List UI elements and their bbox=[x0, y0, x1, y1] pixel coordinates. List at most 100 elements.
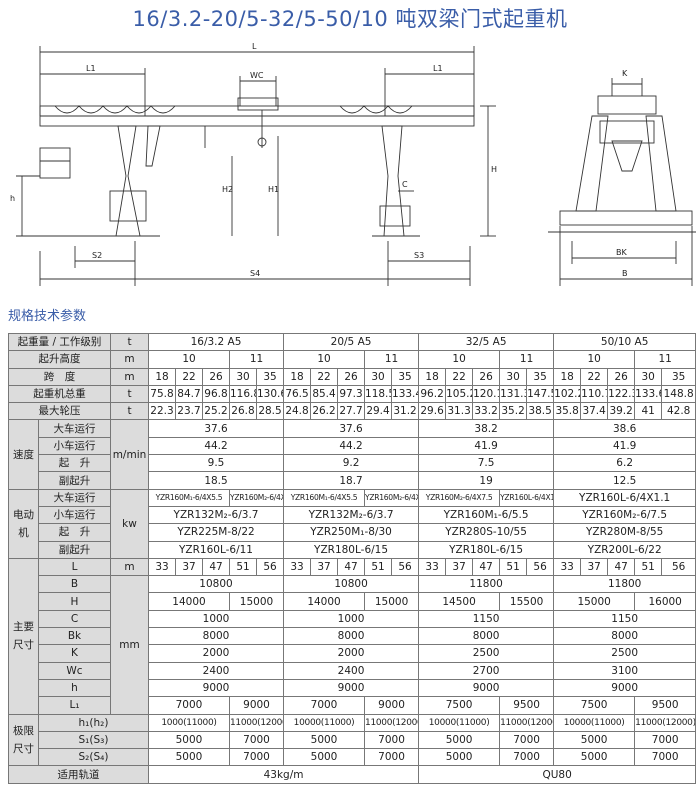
limit-cell: 5000 bbox=[148, 748, 230, 767]
motor-cell: YZR132M₂-6/3.7 bbox=[283, 505, 420, 525]
limit-cell: 5000 bbox=[553, 730, 636, 750]
span-cell: 26 bbox=[337, 367, 366, 386]
dim-H2-label: H2 bbox=[222, 185, 233, 194]
speed-cell: 12.5 bbox=[553, 471, 697, 490]
group-cell: 50/10 A5 bbox=[553, 332, 697, 352]
span-cell: 30 bbox=[229, 367, 257, 386]
dim-cell: 3100 bbox=[553, 661, 697, 680]
L-cell: 37 bbox=[445, 557, 474, 577]
span-cell: 22 bbox=[580, 367, 609, 386]
motor-row-label: 小车运行 bbox=[38, 505, 111, 525]
L1-cell: 7500 bbox=[553, 696, 636, 715]
dim-cell: 8000 bbox=[147, 627, 285, 646]
speed-row-label: 小车运行 bbox=[38, 436, 111, 456]
lift-height-label: 起升高度 bbox=[8, 350, 111, 369]
dim-cell: 2400 bbox=[147, 661, 285, 680]
speed-cell: 9.2 bbox=[283, 454, 420, 473]
span-cell: 22 bbox=[175, 367, 203, 386]
capacity-label: 起重量 / 工作级别 bbox=[8, 332, 111, 352]
L-cell: 33 bbox=[148, 557, 176, 577]
weight-cell: 102.2 bbox=[553, 384, 582, 404]
dim-S2-label: S2 bbox=[92, 251, 102, 260]
dim-row-label: Wc bbox=[38, 661, 111, 680]
limit-cell: 7000 bbox=[228, 730, 285, 750]
row-limit-s1: S₁(S₃) 5000 7000 5000 7000 5000 7000 500… bbox=[9, 730, 697, 750]
row-speed-cart: 速度 大车运行 m/min 37.6 37.6 38.2 38.6 bbox=[8, 419, 697, 490]
lift-height-cell: 11 bbox=[499, 350, 555, 369]
limit-cell: 11000(12000) bbox=[364, 713, 420, 732]
weight-cell: 97.3 bbox=[337, 384, 366, 404]
limit-cell: 7000 bbox=[499, 748, 555, 767]
wheel-cell: 31.2 bbox=[391, 402, 420, 421]
span-cell: 26 bbox=[202, 367, 230, 386]
dim-cell: 2500 bbox=[418, 644, 555, 663]
dim-cell: 1150 bbox=[418, 609, 555, 629]
wheel-cell: 24.8 bbox=[283, 402, 312, 421]
weight-cell: 147.5 bbox=[526, 384, 555, 404]
weight-cell: 116.8 bbox=[229, 384, 257, 404]
dim-WC-label: WC bbox=[250, 71, 264, 80]
L1-cell: 7000 bbox=[148, 696, 230, 715]
span-cell: 18 bbox=[148, 367, 176, 386]
limit-row-label: S₂(S₄) bbox=[38, 748, 149, 767]
weight-cell: 96.8 bbox=[202, 384, 230, 404]
H-cell: 15000 bbox=[553, 592, 636, 611]
wheel-cell: 28.5 bbox=[255, 402, 285, 421]
L-cell: 56 bbox=[526, 557, 555, 577]
row-dim-L: 主要尺寸 L m 33 37 47 51 56 33 37 47 51 56 3… bbox=[8, 557, 697, 715]
H-cell: 16000 bbox=[634, 592, 697, 611]
dim-cell: 2500 bbox=[553, 644, 697, 663]
wheel-cell: 42.8 bbox=[661, 402, 697, 421]
B-cell: 11800 bbox=[553, 575, 697, 594]
dim-cell: 8000 bbox=[283, 627, 420, 646]
limit-cell: 7000 bbox=[228, 748, 285, 767]
wheel-cell: 41 bbox=[634, 402, 663, 421]
B-cell: 10800 bbox=[283, 575, 420, 594]
weight-cell: 75.8 bbox=[148, 384, 176, 404]
H-cell: 15500 bbox=[499, 592, 555, 611]
limit-row-label: h₁(h₂) bbox=[38, 713, 149, 732]
row-capacity: 起重量 / 工作级别 t 16/3.2 A5 20/5 A5 32/5 A5 5… bbox=[8, 332, 697, 352]
dim-cell: 1000 bbox=[283, 609, 420, 629]
L1-cell: 7500 bbox=[418, 696, 501, 715]
motor-row-label: 副起升 bbox=[38, 540, 111, 559]
limit-cell: 5000 bbox=[553, 748, 636, 767]
motor-cell: YZR160M₂-6/7.5 bbox=[553, 505, 697, 525]
wheel-cell: 29.4 bbox=[364, 402, 393, 421]
row-lift-height: 起升高度 m 10 11 10 11 10 11 10 11 bbox=[8, 350, 697, 369]
speed-cell: 38.6 bbox=[553, 419, 697, 438]
row-weight: 起重机总重 t 75.8 84.7 96.8 116.8 130.6 76.5 … bbox=[8, 384, 697, 404]
speed-row-label: 副起升 bbox=[38, 471, 111, 490]
L1-cell: 7000 bbox=[283, 696, 366, 715]
motor-cell: YZR132M₂-6/3.7 bbox=[147, 505, 285, 525]
span-cell: 26 bbox=[607, 367, 636, 386]
row-speed-trolley: 小车运行 44.2 44.2 41.9 41.9 bbox=[9, 436, 697, 456]
speed-cell: 38.2 bbox=[418, 419, 555, 438]
span-cell: 18 bbox=[553, 367, 582, 386]
row-dim-K: K 2000 2000 2500 2500 bbox=[9, 644, 697, 663]
row-wheel-load: 最大轮压 t 22.3 23.7 25.2 26.8 28.5 24.8 26.… bbox=[8, 402, 697, 421]
H-cell: 14000 bbox=[148, 592, 230, 611]
dim-cell: 8000 bbox=[553, 627, 697, 646]
wheel-label: 最大轮压 bbox=[8, 402, 111, 421]
span-cell: 22 bbox=[445, 367, 474, 386]
weight-cell: 120.1 bbox=[472, 384, 501, 404]
dim-cell: 9000 bbox=[147, 678, 285, 698]
B-cell: 11800 bbox=[418, 575, 555, 594]
L-cell: 51 bbox=[634, 557, 663, 577]
L-cell: 51 bbox=[499, 557, 528, 577]
weight-label: 起重机总重 bbox=[8, 384, 111, 404]
weight-cell: 130.6 bbox=[255, 384, 285, 404]
motor-cell: YZR160M₁-6/4X5.5 bbox=[283, 488, 366, 507]
speed-row-label: 大车运行 bbox=[38, 419, 111, 438]
dim-cell: 2000 bbox=[283, 644, 420, 663]
dim-row-label: L₁ bbox=[38, 696, 111, 715]
lift-height-cell: 10 bbox=[553, 350, 636, 369]
wheel-unit: t bbox=[110, 402, 149, 421]
L-cell: 33 bbox=[283, 557, 312, 577]
group-cell: 20/5 A5 bbox=[283, 332, 420, 352]
wheel-cell: 25.2 bbox=[202, 402, 230, 421]
limit-cell: 7000 bbox=[634, 730, 697, 750]
row-limit-s2: S₂(S₄) 5000 7000 5000 7000 5000 7000 500… bbox=[9, 748, 697, 767]
dim-H-label: H bbox=[491, 165, 497, 174]
